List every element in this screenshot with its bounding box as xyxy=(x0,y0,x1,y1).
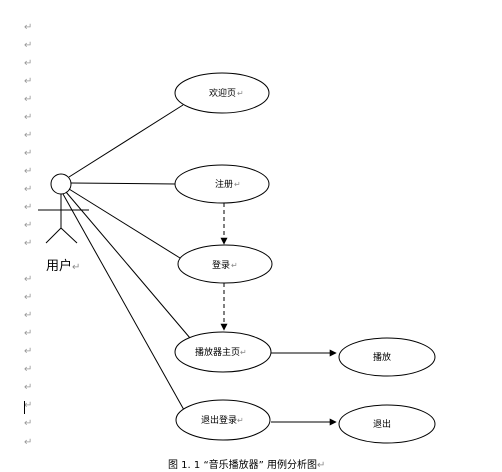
paragraph-mark: ↵ xyxy=(234,180,241,189)
actor-label: 用户↵ xyxy=(46,255,80,274)
paragraph-mark: ↵ xyxy=(24,166,33,177)
paragraph-mark: ↵ xyxy=(24,274,33,285)
paragraph-mark: ↵ xyxy=(24,364,33,375)
figure-caption: 图 1. 1 “音乐播放器” 用例分析图↵ xyxy=(168,456,325,471)
actor-head xyxy=(50,173,72,195)
use-case-welcome xyxy=(174,72,270,114)
text-cursor xyxy=(24,401,25,414)
association-login xyxy=(68,188,181,259)
use-case-logout-label: 退出登录 xyxy=(201,414,237,426)
figure-caption-text: 图 1. 1 “音乐播放器” 用例分析图 xyxy=(168,460,317,471)
use-case-login-label: 登录 xyxy=(212,260,230,271)
paragraph-mark: ↵ xyxy=(24,58,33,69)
paragraph-mark: ↵ xyxy=(72,262,81,273)
paragraph-mark: ↵ xyxy=(24,94,33,105)
paragraph-mark: ↵ xyxy=(24,310,33,321)
use-case-player-home-label: 播放器主页 xyxy=(195,346,240,358)
use-case-register-label: 注册 xyxy=(215,178,233,190)
paragraph-mark: ↵ xyxy=(24,382,33,393)
actor-label-text: 用户 xyxy=(46,259,73,274)
paragraph-mark: ↵ xyxy=(24,40,33,51)
paragraph-mark: ↵ xyxy=(24,76,33,87)
use-case-exit xyxy=(338,404,436,444)
association-register xyxy=(70,182,177,185)
paragraph-mark: ↵ xyxy=(237,416,244,425)
use-case-register xyxy=(174,164,270,204)
paragraph-mark: ↵ xyxy=(24,202,33,213)
use-case-logout xyxy=(175,399,271,441)
use-case-play-label: 播放 xyxy=(373,351,391,363)
paragraph-mark: ↵ xyxy=(240,348,247,357)
paragraph-mark: ↵ xyxy=(24,148,33,159)
paragraph-mark: ↵ xyxy=(24,437,33,448)
use-case-player-home xyxy=(174,331,272,373)
paragraph-mark: ↵ xyxy=(24,220,33,231)
paragraph-mark: ↵ xyxy=(316,460,326,471)
paragraph-mark: ↵ xyxy=(24,112,33,123)
paragraph-mark: ↵ xyxy=(231,261,238,270)
use-case-play xyxy=(338,337,436,377)
actor-figure xyxy=(38,173,89,244)
paragraph-mark: ↵ xyxy=(24,346,33,357)
use-case-exit-label: 退出 xyxy=(373,418,391,430)
actor-left-leg xyxy=(45,227,62,244)
association-player-home xyxy=(65,191,191,339)
paragraph-mark: ↵ xyxy=(24,184,33,195)
paragraph-mark: ↵ xyxy=(24,22,33,33)
actor-right-leg xyxy=(60,227,78,244)
paragraph-mark: ↵ xyxy=(24,328,33,339)
paragraph-mark: ↵ xyxy=(24,400,33,411)
paragraph-mark: ↵ xyxy=(24,292,33,303)
association-welcome xyxy=(68,104,184,178)
use-case-welcome-label: 欢迎页 xyxy=(209,87,236,99)
paragraph-mark: ↵ xyxy=(24,238,33,249)
paragraph-mark: ↵ xyxy=(237,89,244,98)
use-case-login xyxy=(177,244,273,284)
paragraph-mark: ↵ xyxy=(24,418,33,429)
paragraph-mark: ↵ xyxy=(24,130,33,141)
association-logout xyxy=(62,193,185,411)
